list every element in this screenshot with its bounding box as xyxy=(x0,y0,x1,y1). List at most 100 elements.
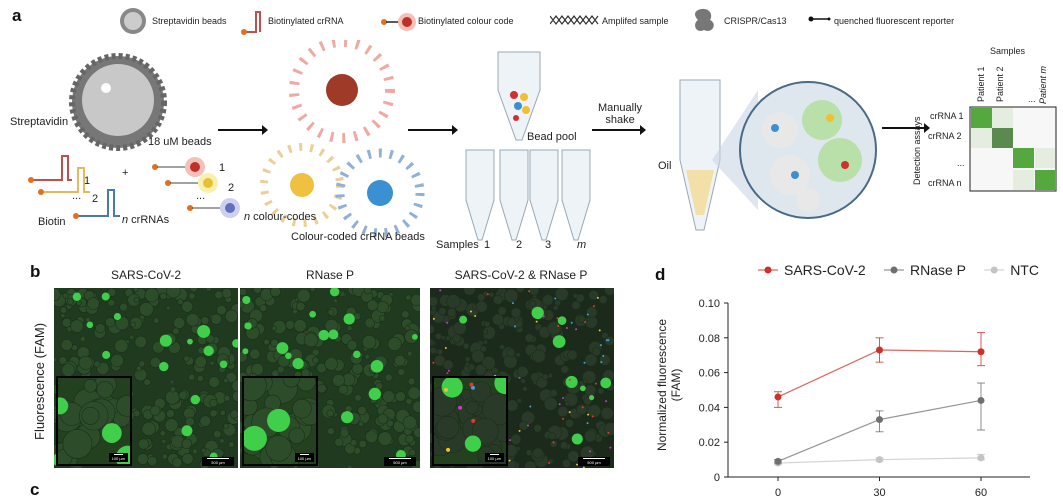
y-tick-label: 0.06 xyxy=(699,368,720,380)
legend-reporter: quenched fluorescent reporter xyxy=(834,16,955,26)
matrix-row-1: crRNA 1 xyxy=(930,111,964,121)
fluorescent-droplet xyxy=(285,352,292,360)
coloured-bead xyxy=(458,405,463,410)
oil-tube xyxy=(679,79,721,231)
coloured-bead xyxy=(586,313,589,316)
coloured-bead xyxy=(558,403,561,406)
coloured-bead xyxy=(474,314,477,317)
series-RNase P xyxy=(774,382,985,465)
coloured-bead xyxy=(514,325,517,328)
coloured-bead xyxy=(432,361,435,364)
sample-num-m: m xyxy=(577,239,587,251)
coloured-bead xyxy=(568,378,571,381)
label-beads: 18 uM beads xyxy=(148,136,212,148)
fluorescent-droplet xyxy=(101,292,110,301)
fluorescent-droplet xyxy=(328,329,339,340)
legend-item: RNase P xyxy=(884,262,966,278)
fluorescent-droplet xyxy=(459,315,468,324)
label-colour-coded-beads: Colour-coded crRNA beads xyxy=(291,231,425,243)
panel-label-d: d xyxy=(655,265,666,284)
legend-item: NTC xyxy=(984,262,1039,278)
panel-label-c: c xyxy=(30,480,40,499)
matrix-col-m: Patient m xyxy=(1038,65,1048,104)
matrix-row-n: crRNA n xyxy=(928,178,962,188)
fluorescent-droplet xyxy=(181,425,193,437)
scale-bar-main: 500 µm xyxy=(202,457,234,466)
micrograph-rnasep: 100 µm 500 µm xyxy=(240,288,420,468)
data-point xyxy=(774,393,782,401)
coloured-bead xyxy=(605,339,608,342)
y-tick-label: 0.04 xyxy=(699,402,720,414)
fluorescent-droplet xyxy=(441,378,463,398)
matrix-row-axis: Detection assays xyxy=(912,116,922,185)
coloured-bead xyxy=(607,431,610,434)
label-samples: Samples xyxy=(436,239,479,251)
blue-bead xyxy=(335,148,425,238)
legend-crispr: CRISPR/Cas13 xyxy=(724,16,787,26)
data-point xyxy=(876,416,883,424)
fluorescent-droplet xyxy=(190,394,201,405)
label-n-crrnas: n crRNAs xyxy=(122,214,169,226)
micrograph-inset: 100 µm xyxy=(56,376,132,466)
scale-bar-inset: 100 µm xyxy=(108,453,128,462)
coloured-bead xyxy=(594,382,597,385)
y-tick-label: 0.02 xyxy=(699,437,720,449)
fluorescent-droplet xyxy=(247,433,260,446)
label-num2-code: 2 xyxy=(228,182,235,194)
coloured-bead xyxy=(470,385,475,390)
chart-ylabel: Normalized fluorescence (FAM) xyxy=(655,318,683,452)
fluorescent-droplet xyxy=(113,312,122,321)
italic-n: n xyxy=(244,211,251,223)
coloured-bead xyxy=(547,461,550,464)
coloured-bead xyxy=(444,347,447,350)
coloured-bead xyxy=(582,466,585,468)
fluorescent-droplet xyxy=(242,295,251,305)
coloured-bead xyxy=(581,406,584,409)
dna-icon xyxy=(550,15,599,25)
bead-pool-tube xyxy=(497,51,541,141)
legend-marker xyxy=(890,266,898,274)
data-point xyxy=(977,396,985,404)
fluorescent-droplet xyxy=(219,360,228,369)
colour-code-strands xyxy=(152,157,240,218)
matrix-title: Samples xyxy=(990,46,1026,56)
colour-codes-text: colour-codes xyxy=(250,211,317,223)
legend-label: NTC xyxy=(1010,262,1039,278)
fluorescent-droplet xyxy=(232,339,238,348)
label-num1-crrna: 1 xyxy=(84,175,91,187)
fluorescent-droplet xyxy=(318,329,330,341)
legend-amplified-sample: Amplifed sample xyxy=(602,16,669,26)
fluorescent-droplet xyxy=(565,375,578,389)
micro-title-sars: SARS-CoV-2 xyxy=(110,268,182,282)
coloured-bead xyxy=(446,321,449,324)
y-tick-label: 0.10 xyxy=(699,298,720,310)
fluorescent-droplet xyxy=(72,292,82,301)
sample-num-1: 1 xyxy=(484,239,491,251)
coloured-bead xyxy=(552,441,555,444)
legend-item: SARS-CoV-2 xyxy=(758,262,866,278)
detection-matrix xyxy=(969,106,1057,192)
fluorescent-droplet xyxy=(588,394,595,401)
fluorescent-droplet xyxy=(102,350,111,359)
coloured-bead xyxy=(609,446,612,449)
coloured-bead xyxy=(432,317,435,320)
red-bead xyxy=(289,40,395,143)
coloured-bead xyxy=(592,305,595,308)
coloured-bead xyxy=(575,328,578,331)
coloured-bead xyxy=(469,310,472,313)
coloured-bead xyxy=(584,320,587,323)
matrix-row-2: crRNA 2 xyxy=(928,131,962,141)
micrograph-inset: 100 µm xyxy=(432,376,508,466)
coloured-bead xyxy=(602,354,605,357)
coloured-bead xyxy=(565,327,568,330)
x-tick-label: 0 xyxy=(775,487,781,499)
coloured-bead xyxy=(486,293,489,296)
coloured-bead xyxy=(589,450,592,453)
coloured-bead xyxy=(568,411,571,414)
scale-bar-inset: 100 µm xyxy=(294,453,314,462)
fluorescent-droplet xyxy=(159,334,172,347)
label-oil: Oil xyxy=(658,160,672,172)
coloured-bead xyxy=(527,424,530,427)
fluorescent-droplet xyxy=(341,411,354,424)
fluorescent-droplet xyxy=(368,387,382,401)
